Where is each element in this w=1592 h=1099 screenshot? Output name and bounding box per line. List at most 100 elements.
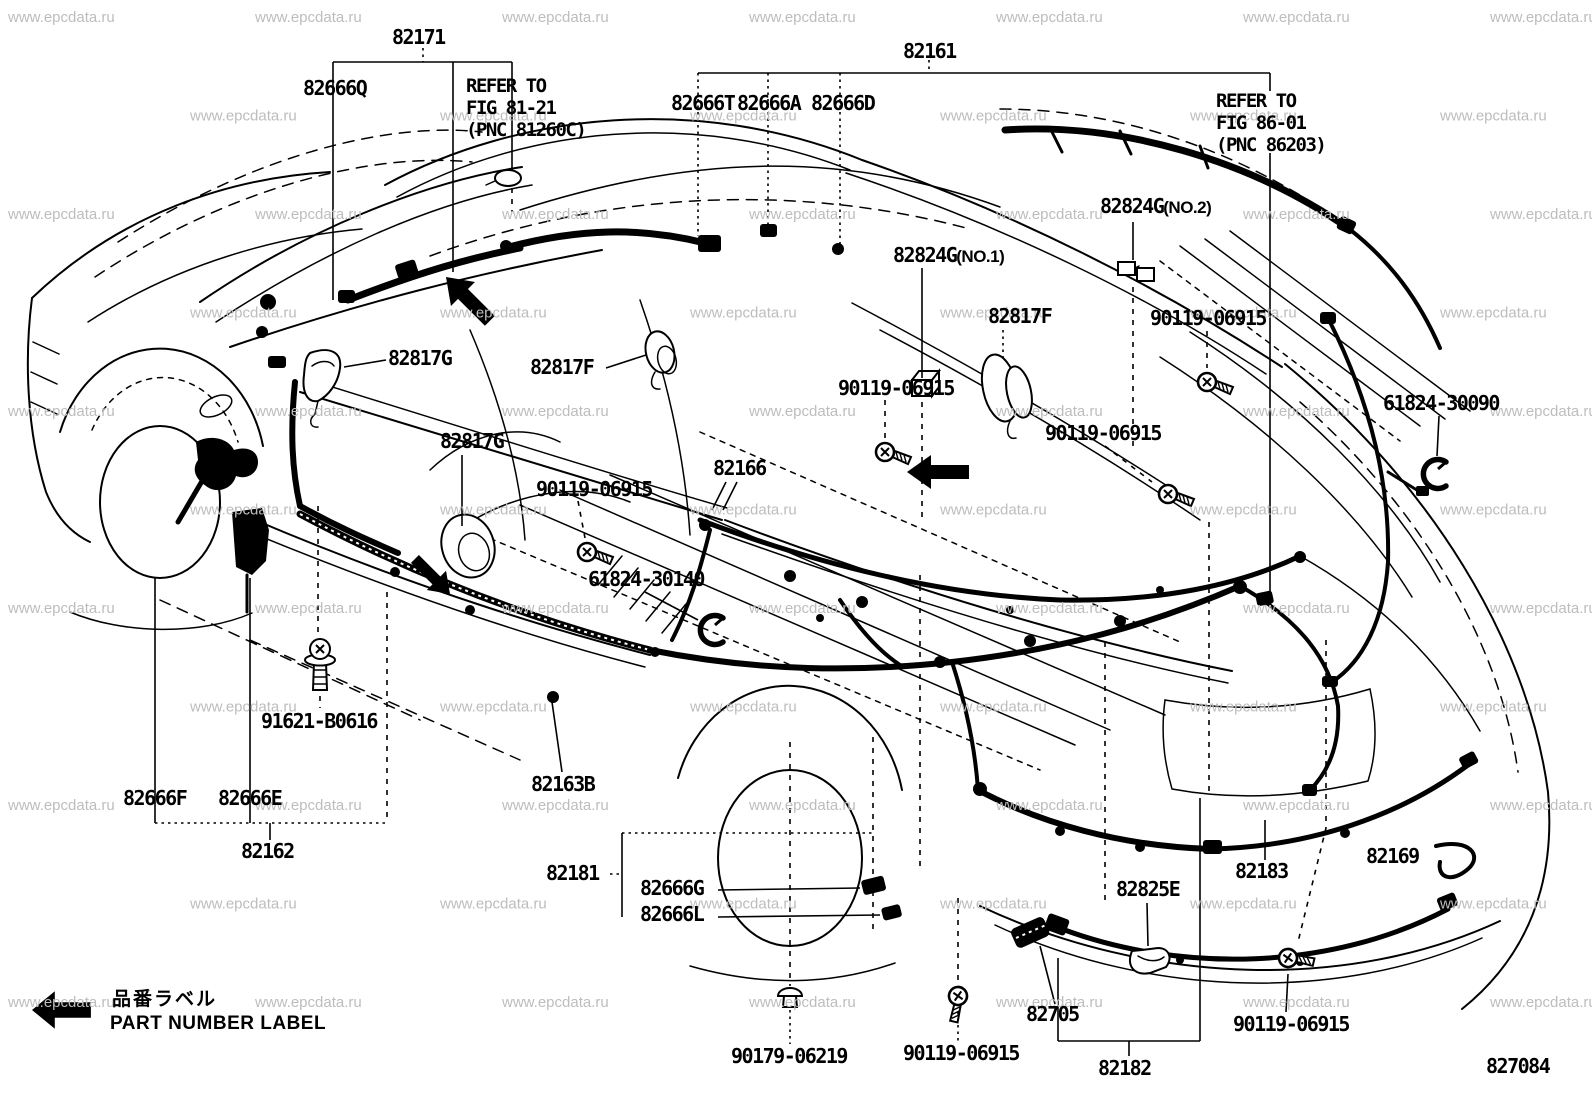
watermark-text: www.epcdata.ru xyxy=(501,9,609,26)
watermark-text: www.epcdata.ru xyxy=(439,108,547,125)
part-label-82181: 82181 xyxy=(546,861,600,885)
watermark-text: www.epcdata.ru xyxy=(1242,206,1350,223)
clip-icon xyxy=(700,616,723,645)
part-label-82166: 82166 xyxy=(713,456,767,480)
watermark-text: www.epcdata.ru xyxy=(939,699,1047,716)
part-label-82666Q: 82666Q xyxy=(303,76,368,100)
watermark-text: www.epcdata.ru xyxy=(689,108,797,125)
direction-arrows xyxy=(32,264,969,1029)
watermarks: www.epcdata.ru www.epcdata.ru www.epcdata.… xyxy=(7,9,1592,1011)
watermark-text: www.epcdata.ru xyxy=(501,206,609,223)
watermark-text: www.epcdata.ru xyxy=(439,502,547,519)
part-label-82817F-right: 82817F xyxy=(988,304,1053,328)
watermark-text: www.epcdata.ru xyxy=(1439,896,1547,913)
watermark-text: www.epcdata.ru xyxy=(995,206,1103,223)
part-label-82169: 82169 xyxy=(1366,844,1420,868)
part-label-90119-06915-d: 90119-06915 xyxy=(536,477,653,501)
part-label-82824G-no2: 82824G(NO.2) xyxy=(1100,194,1212,218)
part-label-90119-06915-b: 90119-06915 xyxy=(838,376,955,400)
part-label-90119-06915-f: 90119-06915 xyxy=(1233,1012,1350,1036)
part-label-82161: 82161 xyxy=(903,39,957,63)
watermark-text: www.epcdata.ru xyxy=(7,403,115,420)
watermark-text: www.epcdata.ru xyxy=(748,9,856,26)
part-label-82817G-lower: 82817G xyxy=(440,429,505,453)
part-label-82162: 82162 xyxy=(241,839,295,863)
watermark-text: www.epcdata.ru xyxy=(189,305,297,322)
part-label-82817F-mid: 82817F xyxy=(530,355,595,379)
up-left-arrow-icon xyxy=(433,264,502,333)
watermark-text: www.epcdata.ru xyxy=(501,600,609,617)
part-label-82171: 82171 xyxy=(392,25,446,49)
part-82817G-icon xyxy=(302,349,342,428)
watermark-text: www.epcdata.ru xyxy=(501,403,609,420)
watermark-text: www.epcdata.ru xyxy=(1489,9,1592,26)
part-label-82666F: 82666F xyxy=(123,786,188,810)
watermark-text: www.epcdata.ru xyxy=(1489,600,1592,617)
watermark-text: www.epcdata.ru xyxy=(1439,502,1547,519)
watermark-text: www.epcdata.ru xyxy=(1439,699,1547,716)
watermark-text: www.epcdata.ru xyxy=(748,600,856,617)
watermark-text: www.epcdata.ru xyxy=(748,797,856,814)
bolt-icon xyxy=(874,441,913,466)
wiring-harnesses xyxy=(175,125,1479,966)
watermark-text: www.epcdata.ru xyxy=(1489,403,1592,420)
watermark-text: www.epcdata.ru xyxy=(189,108,297,125)
watermark-text: www.epcdata.ru xyxy=(7,994,115,1011)
watermark-text: www.epcdata.ru xyxy=(995,403,1103,420)
part-label-90119-06915-a: 90119-06915 xyxy=(1150,306,1267,330)
leader-lines xyxy=(154,48,1440,1056)
left-arrow-icon xyxy=(907,455,969,489)
watermark-text: www.epcdata.ru xyxy=(939,896,1047,913)
legend-japanese: 品番ラベル xyxy=(112,988,218,1010)
watermark-text: www.epcdata.ru xyxy=(254,403,362,420)
legend-english: PART NUMBER LABEL xyxy=(110,1013,327,1034)
part-label-90179-06219: 90179-06219 xyxy=(731,1044,848,1068)
bolt-icon xyxy=(1196,371,1235,396)
watermark-text: www.epcdata.ru xyxy=(689,305,797,322)
part-label-91621-B0616: 91621-B0616 xyxy=(261,709,378,733)
part-label-82666T: 82666T xyxy=(671,91,736,115)
watermark-text: www.epcdata.ru xyxy=(995,9,1103,26)
watermark-text: www.epcdata.ru xyxy=(501,797,609,814)
watermark-text: www.epcdata.ru xyxy=(1189,305,1297,322)
part-label-82666L: 82666L xyxy=(640,902,705,926)
watermark-text: www.epcdata.ru xyxy=(7,600,115,617)
drawing-number: 827084 xyxy=(1486,1054,1551,1078)
watermark-text: www.epcdata.ru xyxy=(995,797,1103,814)
watermark-text: www.epcdata.ru xyxy=(189,502,297,519)
part-label-82666D: 82666D xyxy=(811,91,876,115)
grommet-icon xyxy=(485,169,522,187)
part-label-82825E: 82825E xyxy=(1116,877,1181,901)
watermark-text: www.epcdata.ru xyxy=(1189,896,1297,913)
reference-note-fig-86-01: REFER TO FIG 86-01 (PNC 86203) xyxy=(1216,90,1327,156)
part-label-82666G: 82666G xyxy=(640,876,705,900)
watermark-text: www.epcdata.ru xyxy=(689,896,797,913)
part-label-82183: 82183 xyxy=(1235,859,1289,883)
watermark-text: www.epcdata.ru xyxy=(7,797,115,814)
watermark-text: www.epcdata.ru xyxy=(995,994,1103,1011)
part-label-90119-06915-c: 90119-06915 xyxy=(1045,421,1162,445)
watermark-text: www.epcdata.ru xyxy=(1242,600,1350,617)
part-label-82824G-no1: 82824G(NO.1) xyxy=(893,243,1005,267)
clamp-icon xyxy=(1117,261,1155,282)
watermark-text: www.epcdata.ru xyxy=(7,9,115,26)
watermark-text: www.epcdata.ru xyxy=(1489,206,1592,223)
reference-note-fig-81-21: REFER TO FIG 81-21 (PNC 81260C) xyxy=(466,75,587,141)
part-label-82666A: 82666A xyxy=(737,91,802,115)
watermark-text: www.epcdata.ru xyxy=(439,896,547,913)
bolt-icon xyxy=(576,541,615,566)
bolt-icon xyxy=(943,984,973,1025)
watermark-text: www.epcdata.ru xyxy=(7,206,115,223)
watermark-text: www.epcdata.ru xyxy=(1439,108,1547,125)
part-label-82705: 82705 xyxy=(1026,1002,1080,1026)
clamp-icon xyxy=(909,368,942,399)
part-label-82163B: 82163B xyxy=(531,772,596,796)
watermark-text: www.epcdata.ru xyxy=(1489,797,1592,814)
large-bolt-icon xyxy=(304,638,336,691)
clip-icon xyxy=(1423,460,1446,489)
bolt-icon xyxy=(1276,943,1317,973)
part-82817F-icon xyxy=(644,330,678,390)
part-82817G2-icon xyxy=(440,513,496,579)
part-label-82182: 82182 xyxy=(1098,1056,1152,1080)
